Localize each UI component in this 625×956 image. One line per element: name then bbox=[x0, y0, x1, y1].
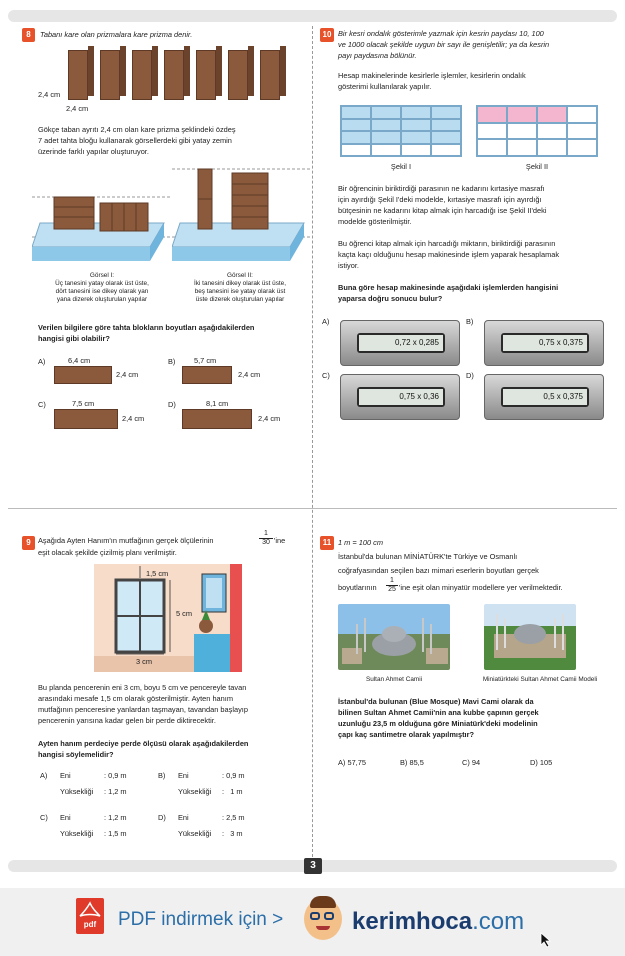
question-number: 9 bbox=[22, 536, 35, 550]
q10-option-a[interactable]: 0,72 x 0,285 bbox=[340, 320, 460, 366]
q11-line3a: boyutlarının bbox=[338, 583, 377, 592]
row-divider bbox=[8, 508, 617, 509]
q11-caption-2: Miniatürkteki Sultan Ahmet Camii Modeli bbox=[482, 676, 598, 683]
q9-intro-a: Aşağıda Ayten Hanım'ın mutfağının gerçek… bbox=[38, 536, 214, 545]
q9-label-right: 5 cm bbox=[176, 609, 193, 618]
q8-title: Tabanı kare olan prizmalara kare prizma … bbox=[40, 30, 193, 39]
q11-option-a[interactable]: A) 57,75 bbox=[338, 758, 366, 767]
q10-model-1 bbox=[340, 105, 462, 157]
q10-p2: Bir öğrencinin biriktirdiği parasının ne… bbox=[338, 184, 547, 226]
q11-question: İstanbul'da bulunan (Blue Mosque) Mavi C… bbox=[338, 697, 539, 739]
calc-display: 0,5 x 0,375 bbox=[503, 389, 587, 405]
calc-display: 0,72 x 0,285 bbox=[359, 335, 443, 351]
pdf-icon: pdf bbox=[76, 898, 104, 934]
question-number: 10 bbox=[320, 28, 334, 42]
mosque-photo bbox=[338, 604, 450, 670]
q11-option-b[interactable]: B) 85,5 bbox=[400, 758, 424, 767]
q8-body: Gökçe taban ayrıtı 2,4 cm olan kare priz… bbox=[38, 125, 236, 156]
q9-label-bottom: 3 cm bbox=[136, 657, 153, 666]
q9-kitchen-plan bbox=[94, 564, 242, 672]
q11-caption-1: Sultan Ahmet Camii bbox=[365, 676, 423, 683]
q11-line1: İstanbul'da bulunan MİNİATÜRK'te Türkiye… bbox=[338, 552, 518, 561]
q9-intro-b: 'ine bbox=[274, 536, 286, 545]
q10-p1: Hesap makinelerinde kesirlerle işlemler,… bbox=[338, 71, 526, 91]
q10-option-d[interactable]: 0,5 x 0,375 bbox=[484, 374, 604, 420]
q9-body: Bu planda pencerenin eni 3 cm, boyu 5 cm… bbox=[38, 683, 248, 725]
q9-intro-c: eşit olacak şekilde çizilmiş planı veril… bbox=[38, 548, 177, 557]
question-number: 11 bbox=[320, 536, 334, 550]
q11-option-c[interactable]: C) 94 bbox=[462, 758, 481, 767]
q11-line3b: 'ine eşit olan minyatür modellere yer ve… bbox=[399, 583, 563, 592]
q8-figure-2 bbox=[172, 168, 312, 261]
q10-option-d-letter: D) bbox=[466, 371, 474, 380]
q8-caption-1: Görsel I:Üç tanesini yatay olarak üst üs… bbox=[55, 272, 149, 303]
q8-blocks-row bbox=[68, 46, 288, 102]
page-number: 3 bbox=[304, 858, 322, 874]
q10-option-c[interactable]: 0,75 x 0,36 bbox=[340, 374, 460, 420]
q11-scale: 1 m = 100 cm bbox=[338, 538, 383, 547]
miniature-photo bbox=[484, 604, 576, 670]
q10-p3: Bu öğrenci kitap almak için harcadığı mi… bbox=[338, 239, 560, 270]
q10-label-1: Şekil I bbox=[390, 162, 412, 171]
q10-option-b-letter: B) bbox=[466, 317, 474, 326]
site-logo: kerimhoca.com bbox=[352, 908, 525, 935]
q8-question: Verilen bilgilere göre tahta blokların b… bbox=[38, 323, 255, 343]
q9-question: Ayten hanım perdeciye perde ölçüsü olara… bbox=[38, 739, 249, 759]
q8-dim-height: 2,4 cm bbox=[38, 90, 61, 99]
q10-option-c-letter: C) bbox=[322, 371, 330, 380]
cursor-icon bbox=[540, 932, 552, 948]
q8-figure-1 bbox=[32, 196, 172, 261]
q10-option-b[interactable]: 0,75 x 0,375 bbox=[484, 320, 604, 366]
column-divider bbox=[312, 26, 313, 862]
q8-caption-2: Görsel II:İki tanesini dikey olarak üst … bbox=[194, 272, 286, 303]
q8-dim-width: 2,4 cm bbox=[66, 104, 89, 113]
top-bar bbox=[8, 10, 617, 22]
mascot-icon bbox=[304, 896, 342, 940]
q10-label-2: Şekil II bbox=[525, 162, 549, 171]
question-number: 8 bbox=[22, 28, 35, 42]
q10-model-2 bbox=[476, 105, 598, 157]
footer-banner[interactable]: pdf PDF indirmek için > kerimhoca.com bbox=[0, 888, 625, 956]
q10-option-a-letter: A) bbox=[322, 317, 330, 326]
calc-display: 0,75 x 0,36 bbox=[359, 389, 443, 405]
q10-intro: Bir kesri ondalık gösterimle yazmak için… bbox=[338, 29, 550, 60]
footer-text: PDF indirmek için > bbox=[118, 909, 284, 930]
calc-display: 0,75 x 0,375 bbox=[503, 335, 587, 351]
q11-line2: coğrafyasından seçilen bazı mimari eserl… bbox=[338, 566, 539, 575]
q10-question: Buna göre hesap makinesinde aşağıdaki iş… bbox=[338, 283, 559, 303]
q9-label-top: 1,5 cm bbox=[146, 569, 169, 578]
q11-option-d[interactable]: D) 105 bbox=[530, 758, 553, 767]
